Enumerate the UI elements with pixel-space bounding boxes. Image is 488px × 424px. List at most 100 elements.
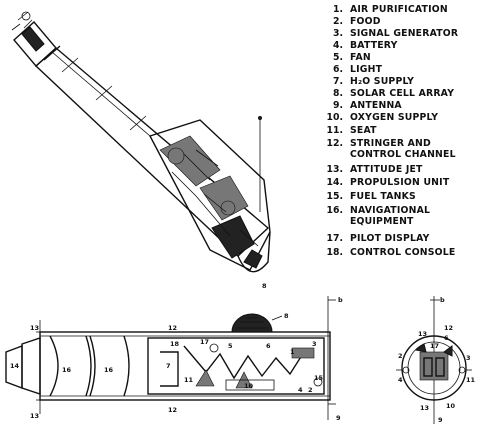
legend-label-line2: CONTROL CHANNEL (350, 149, 456, 160)
side-cutaway-view: 13 13 14 16 16 7 11 (5, 296, 343, 422)
legend-item-7: 7. H₂O SUPPLY (333, 76, 414, 87)
legend-item-8: 8. SOLAR CELL ARRAY (333, 88, 454, 99)
legend-number: 1. (333, 4, 343, 15)
callout-3: 3 (312, 340, 317, 348)
control-console (291, 347, 315, 359)
legend-item-10: 10. OXYGEN SUPPLY (327, 112, 439, 123)
legend-number: 15. (327, 191, 343, 202)
callout-7: 7 (166, 362, 171, 370)
legend-number: 2. (333, 16, 343, 27)
callout-17: 17 (430, 342, 439, 350)
seat (160, 351, 179, 387)
legend-label-line2: EQUIPMENT (350, 216, 414, 227)
callout-12: 12 (444, 324, 453, 332)
legend-item-5: 5. FAN (333, 52, 371, 63)
legend-label: PROPULSION UNIT (350, 177, 450, 188)
callout-10: 10 (446, 402, 456, 410)
callout-3: 3 (466, 354, 471, 362)
callout-2: 2 (308, 386, 313, 394)
callout-13: 13 (418, 330, 427, 338)
callout-13: 13 (30, 324, 39, 332)
legend-label: STRINGER AND (350, 138, 431, 149)
solar-cell-array: 8 (231, 312, 289, 333)
oxygen-supply (225, 379, 275, 391)
legend-number: 3. (333, 28, 343, 39)
legend-number: 16. (327, 205, 343, 216)
legend-label: AIR PURIFICATION (350, 4, 448, 15)
callout-12: 12 (168, 324, 177, 332)
legend: 1. AIR PURIFICATION 2. FOOD 3. SIGNAL GE… (327, 4, 459, 258)
legend-item-6: 6. LIGHT (333, 64, 383, 75)
callout-13: 13 (30, 412, 39, 420)
legend-number: 17. (327, 233, 343, 244)
callout-15: 15 (314, 374, 324, 382)
end-view: b 13 12 6 17 2 4 3 11 10 13 9 (396, 296, 476, 424)
legend-item-4: 4. BATTERY (333, 40, 398, 51)
legend-label: ATTITUDE JET (350, 164, 423, 175)
legend-number: 18. (327, 247, 343, 258)
isometric-cutaway-view: 8 (11, 11, 271, 290)
legend-label: FOOD (350, 16, 381, 27)
propulsion-unit: 13 13 14 (5, 320, 48, 420)
callout-1: 1 (290, 348, 295, 356)
callout-b: b (440, 296, 445, 304)
legend-label: SEAT (350, 125, 377, 136)
callout-2: 2 (398, 352, 403, 360)
astronaut-helmet (167, 147, 185, 165)
legend-number: 6. (333, 64, 343, 75)
callout-16: 16 (104, 366, 114, 374)
callout-18: 18 (170, 340, 180, 348)
callout-9: 9 (438, 416, 443, 424)
legend-label: FUEL TANKS (350, 191, 416, 202)
legend-number: 12. (327, 138, 343, 149)
callout-4: 4 (398, 376, 403, 384)
legend-item-14: 14. PROPULSION UNIT (327, 177, 450, 188)
propulsion-end (11, 11, 57, 68)
cutaway-interior (148, 119, 271, 273)
callout-4: 4 (298, 386, 303, 394)
legend-label: NAVIGATIONAL (350, 205, 430, 216)
legend-label: LIGHT (350, 64, 383, 75)
callout-8: 8 (262, 282, 267, 290)
callout-b: b (338, 296, 343, 304)
legend-item-12: 12. STRINGER AND CONTROL CHANNEL (327, 138, 456, 160)
legend-item-2: 2. FOOD (333, 16, 381, 27)
callout-11: 11 (466, 376, 476, 384)
legend-item-16: 16. NAVIGATIONAL EQUIPMENT (327, 205, 430, 227)
legend-label: OXYGEN SUPPLY (350, 112, 438, 123)
legend-item-3: 3. SIGNAL GENERATOR (333, 28, 458, 39)
legend-number: 8. (333, 88, 343, 99)
callout-6: 6 (266, 342, 271, 350)
legend-label: FAN (350, 52, 371, 63)
astronaut-helmet (220, 200, 236, 216)
legend-item-9: 9. ANTENNA (333, 100, 402, 111)
legend-label: PILOT DISPLAY (350, 233, 430, 244)
callout-8: 8 (284, 312, 289, 320)
cylinder-body (34, 45, 270, 257)
callout-17: 17 (200, 338, 209, 346)
legend-item-18: 18. CONTROL CONSOLE (327, 247, 456, 258)
legend-item-11: 11. SEAT (327, 125, 377, 136)
legend-number: 14. (327, 177, 343, 188)
legend-number: 9. (333, 100, 343, 111)
legend-number: 7. (333, 76, 343, 87)
navigational-equipment: 16 16 (49, 335, 130, 397)
callout-11: 11 (184, 376, 194, 384)
callout-6: 6 (444, 334, 449, 342)
legend-item-17: 17. PILOT DISPLAY (327, 233, 430, 244)
callout-13: 13 (420, 404, 429, 412)
legend-item-13: 13. ATTITUDE JET (327, 164, 423, 175)
legend-label: H₂O SUPPLY (350, 76, 414, 87)
legend-number: 13. (327, 164, 343, 175)
callout-9: 9 (336, 414, 341, 422)
legend-number: 4. (333, 40, 343, 51)
legend-label: BATTERY (350, 40, 398, 51)
legend-label: SIGNAL GENERATOR (350, 28, 458, 39)
legend-item-15: 15. FUEL TANKS (327, 191, 416, 202)
legend-number: 10. (327, 112, 343, 123)
callout-16: 16 (62, 366, 72, 374)
legend-number: 5. (333, 52, 343, 63)
callout-12: 12 (168, 406, 177, 414)
cabin-compartment: 7 11 10 1 18 5 3 15 4 2 17 6 (147, 337, 325, 395)
